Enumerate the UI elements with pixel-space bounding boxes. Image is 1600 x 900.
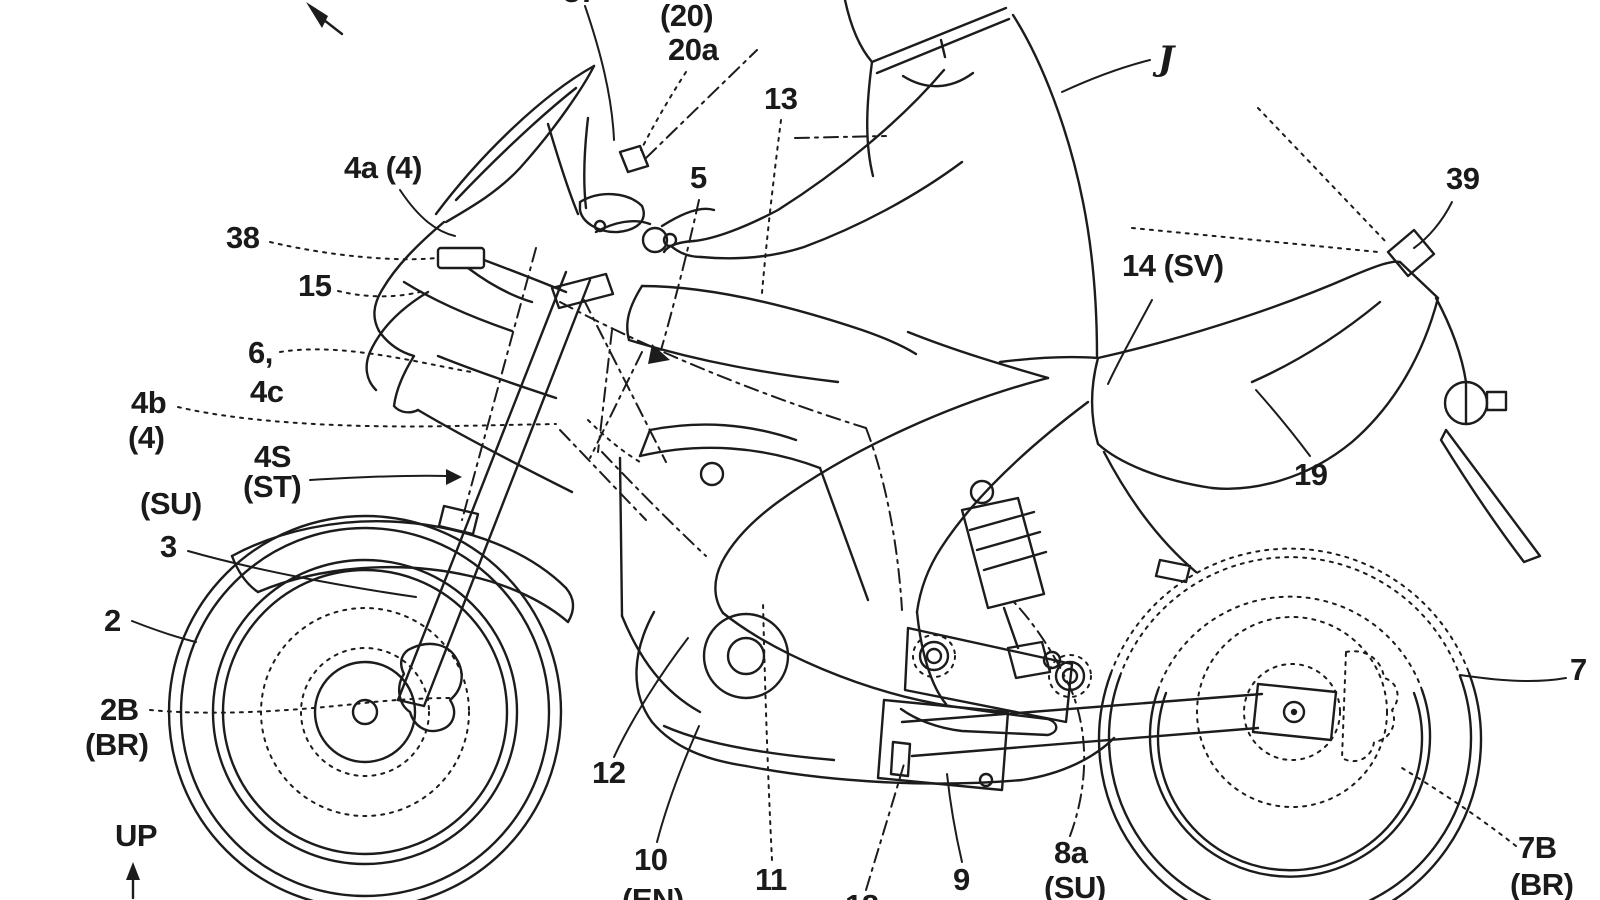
up-direction-label: UP [115,820,157,851]
ref-label-br-front: (BR) [85,729,148,760]
ref-label-en: (EN) [622,884,684,900]
ref-label-7: 7 [1570,654,1587,685]
sensor-20a-bracket [620,146,648,172]
ref-label-4c: 4c [250,376,283,407]
rider-knee [715,562,723,613]
front-wheel [169,516,561,900]
brake-lever [662,209,714,226]
ref-label-st: (ST) [243,471,301,502]
rider-boot [901,706,1056,735]
ref-label-11: 11 [755,864,787,895]
ref-label-15: 15 [298,270,331,301]
fuel-tank [627,286,916,382]
abs-unit [878,700,1008,790]
windscreen [436,66,594,222]
ref-label-4s: 4S [254,441,291,472]
ref-label-19: 19 [1294,459,1327,490]
ref-label-20a: 20a [668,34,718,65]
ref-label-2b: 2B [100,694,139,725]
rear-brake-caliper [1342,651,1398,761]
rider-thigh [722,378,1048,562]
ref-label-j: J [1158,42,1174,76]
ref-label-br-rear: (BR) [1510,869,1573,900]
front-direction-arrowhead [306,2,328,28]
ref-label-7b: 7B [1518,832,1557,863]
rear-wheel [902,549,1481,900]
mudflap [1441,430,1540,562]
ref-label-3: 3 [160,531,177,562]
ref-label-39: 39 [1446,163,1479,194]
instrument-pod [580,194,644,232]
ref-label-4-paren: (4) [128,422,164,453]
ref-label-2: 2 [104,605,121,636]
ref-label-12: 12 [592,757,625,788]
mirror [438,248,484,268]
tail-bodywork [1000,262,1438,582]
ref-label-37: 37 [563,0,596,7]
handlebar-controls [438,146,714,302]
ref-label-20: (20) [660,0,713,31]
rear-signal [1388,230,1540,562]
helmet [845,0,872,62]
front-fork [398,248,613,706]
ref-label-4a-4: 4a (4) [344,152,422,183]
ref-label-10: 10 [634,844,667,875]
front-fender [232,521,573,622]
ref-label-5: 5 [690,162,707,193]
ref-label-su-front: (SU) [140,488,202,519]
ref-label-4b: 4b [131,387,166,418]
rider-arm [694,70,944,241]
ref-label-9: 9 [953,864,970,895]
ref-label-6: 6, [248,337,273,368]
rider-back [1013,15,1097,356]
ref-label-18: 18 [845,890,878,900]
rear-shock [962,481,1060,678]
ref-label-14-sv: 14 (SV) [1122,250,1224,281]
ref-label-su-rear: (SU) [1044,872,1106,900]
ref-label-8a: 8a [1054,837,1087,868]
ref-label-13: 13 [764,83,797,114]
ref-label-38: 38 [226,222,259,253]
